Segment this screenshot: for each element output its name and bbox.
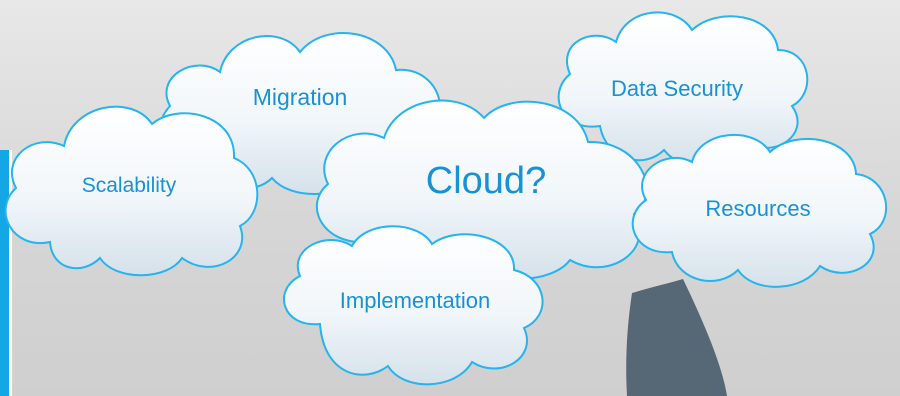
data-security-label: Data Security [610,76,744,101]
implementation-label: Implementation [339,288,491,313]
data-security-cloud: Data Security [548,10,809,172]
resources-cloud: Resources [624,132,892,290]
migration-label: Migration [252,84,348,110]
resources-label: Resources [705,196,811,221]
scalability-cloud: Scalability [2,98,259,277]
implementation-cloud: Implementation [278,225,552,390]
central-cloud-label: Cloud? [425,160,547,202]
scalability-label: Scalability [81,174,177,197]
